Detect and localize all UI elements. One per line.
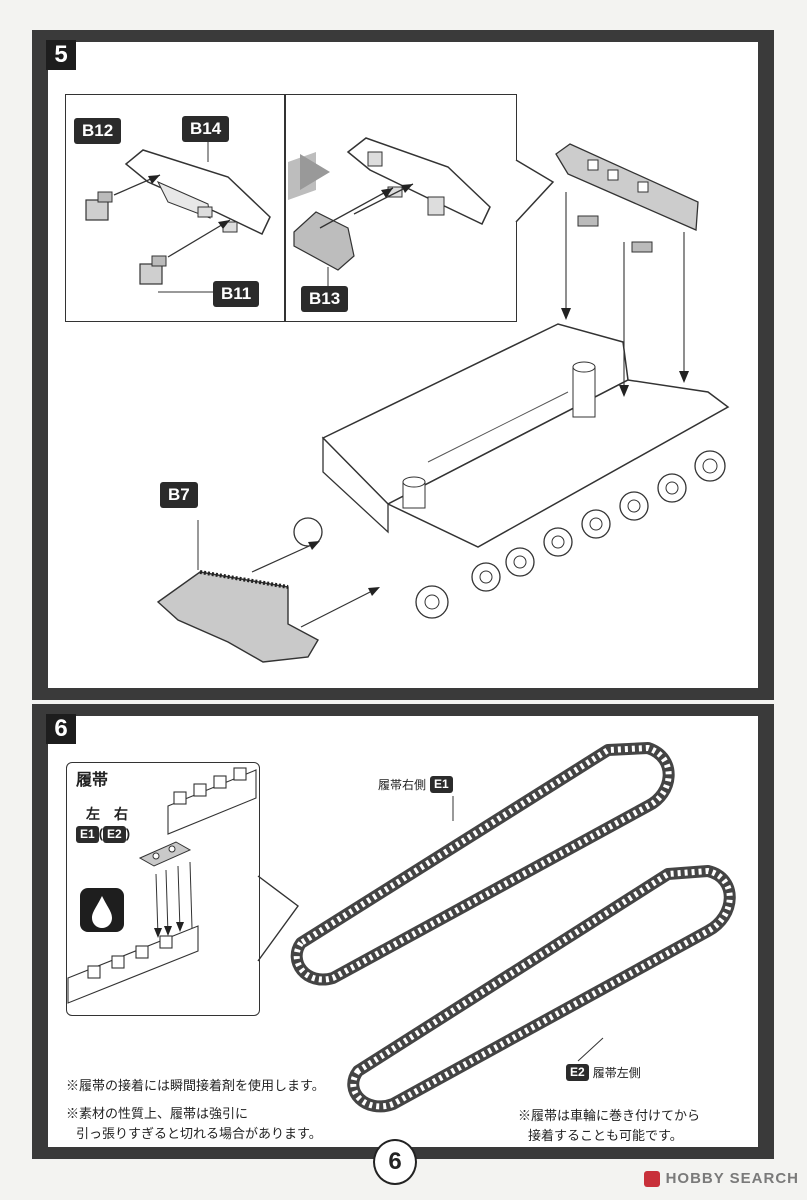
inset-callout-lines	[515, 159, 555, 223]
track-loops-drawing	[290, 742, 736, 1113]
left-track-label: E2 履帯左側	[566, 1064, 641, 1081]
paren-close: )	[125, 826, 131, 841]
right-track-label: 履帯右側 E1	[378, 776, 453, 793]
note-line-2: ※素材の性質上、履帯は強引に	[66, 1106, 249, 1121]
left-track-e2-tag: E2	[566, 1064, 589, 1081]
wrap-note-line-2: 接着することも可能です。	[528, 1128, 683, 1143]
right-track-e1-tag: E1	[430, 776, 453, 793]
step-5-panel: 5	[32, 30, 774, 700]
right-label: 右	[114, 806, 128, 822]
e1-tag: E1	[76, 826, 99, 843]
part-b14-label: B14	[182, 116, 230, 142]
note-line-1: ※履帯の接着には瞬間接着剤を使用します。	[66, 1078, 325, 1093]
part-b7-label: B7	[160, 482, 198, 508]
right-track-text: 履帯右側	[378, 778, 427, 792]
inset-title: 履帯	[76, 772, 109, 789]
hobby-search-logo-icon	[643, 1170, 660, 1187]
inset-part-tags: E1(E2)	[76, 826, 130, 843]
step-5-number: 5	[46, 40, 76, 70]
chassis-drawing	[156, 143, 730, 663]
paren-open: (	[98, 826, 104, 841]
step-6-area: 6 履帯 左 右 E1(E2)	[46, 714, 758, 1147]
track-link-detail-drawing	[67, 767, 299, 1004]
wrap-note-line-1: ※履帯は車輪に巻き付けてから	[518, 1108, 701, 1123]
page-number: 6	[373, 1139, 417, 1185]
adhesive-note: ※履帯の接着には瞬間接着剤を使用します。 ※素材の性質上、履帯は強引に 引っ張り…	[66, 1076, 325, 1144]
watermark: HOBBY SEARCH	[643, 1170, 799, 1187]
left-label: 左	[86, 806, 100, 822]
part-b11-label: B11	[213, 281, 260, 307]
step-5-area: 5	[46, 40, 758, 688]
part-b13-label: B13	[301, 286, 349, 312]
step-6-panel: 6 履帯 左 右 E1(E2)	[32, 704, 774, 1159]
inset-divider	[284, 94, 286, 322]
b14-bracket-drawing	[85, 126, 271, 293]
b13-assembly-drawing	[288, 137, 491, 292]
part-b12-label: B12	[74, 118, 122, 144]
note-line-3: 引っ張りすぎると切れる場合があります。	[76, 1126, 322, 1141]
left-track-text: 履帯左側	[592, 1066, 641, 1080]
watermark-text: HOBBY SEARCH	[665, 1170, 799, 1187]
glue-drop-icon	[80, 888, 124, 932]
step-6-number: 6	[46, 714, 76, 744]
wrap-note: ※履帯は車輪に巻き付けてから 接着することも可能です。	[518, 1106, 700, 1146]
e2-tag: E2	[103, 826, 126, 843]
